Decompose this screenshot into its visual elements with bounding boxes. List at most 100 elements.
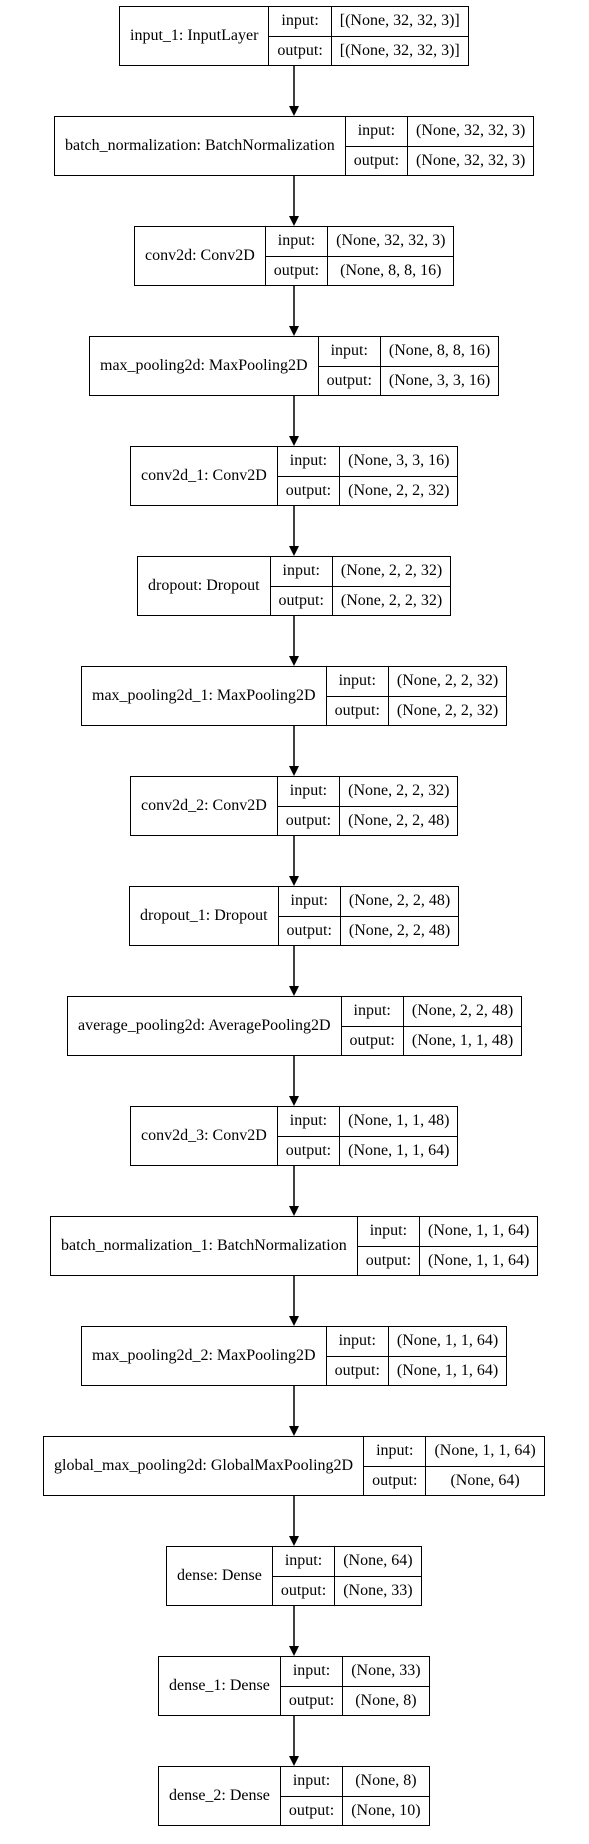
port-labels: input:output:	[265, 227, 329, 285]
output-shape: (None, 2, 2, 32)	[396, 701, 499, 719]
output-label: output:	[334, 1361, 380, 1379]
port-labels: input:output:	[278, 887, 341, 945]
output-shape: (None, 64)	[450, 1471, 520, 1489]
arrow-head-icon	[289, 1646, 299, 1656]
input-label: input:	[326, 1327, 388, 1357]
input-label: input:	[277, 1107, 340, 1137]
port-shapes: (None, 2, 2, 32) (None, 2, 2, 32)	[388, 667, 507, 725]
input-shape: (None, 1, 1, 64)	[388, 1327, 507, 1357]
port-labels: input:output:	[364, 1437, 427, 1495]
port-labels: input:output:	[277, 1107, 341, 1165]
arrow-head-icon	[289, 656, 299, 666]
output-shape: (None, 2, 2, 32)	[348, 481, 450, 499]
input-shape: (None, 8)	[343, 1767, 429, 1797]
output-shape: (None, 8)	[355, 1691, 417, 1709]
port-shapes: (None, 32, 32, 3)(None, 8, 8, 16)	[328, 227, 454, 285]
output-label: output:	[288, 1801, 335, 1819]
arrow-head-icon	[289, 766, 299, 776]
input-shape: (None, 1, 1, 48)	[340, 1107, 458, 1137]
port-labels: input:output:	[357, 1217, 421, 1275]
port-labels: input:output:	[277, 777, 341, 835]
port-shapes: (None, 1, 1, 48) (None, 1, 1, 64)	[340, 1107, 458, 1165]
output-label: output:	[285, 811, 332, 829]
arrow-head-icon	[289, 1206, 299, 1216]
input-shape: (None, 33)	[343, 1657, 429, 1687]
layer-name: input_1: InputLayer	[120, 7, 270, 65]
input-label: input:	[280, 1767, 343, 1797]
port-shapes: (None, 64)(None, 33)	[335, 1547, 421, 1605]
output-shape: (None, 1, 1, 48)	[411, 1031, 514, 1049]
input-shape: (None, 1, 1, 64)	[426, 1437, 544, 1467]
arrow-head-icon	[289, 546, 299, 556]
input-shape: (None, 64)	[335, 1547, 421, 1577]
output-shape: (None, 1, 1, 64)	[428, 1251, 530, 1269]
output-shape: (None, 3, 3, 16)	[388, 371, 491, 389]
input-label: input:	[318, 337, 380, 367]
port-shapes: (None, 2, 2, 48)(None, 1, 1, 48)	[403, 997, 522, 1055]
input-label: input:	[341, 997, 403, 1027]
port-shapes: (None, 2, 2, 32) (None, 2, 2, 48)	[340, 777, 458, 835]
arrow-head-icon	[289, 1316, 299, 1326]
port-shapes: (None, 1, 1, 64) (None, 1, 1, 64)	[420, 1217, 538, 1275]
port-shapes: (None, 33) (None, 8)	[343, 1657, 429, 1715]
layer-name: max_pooling2d_2: MaxPooling2D	[82, 1327, 327, 1385]
input-shape: (None, 1, 1, 64)	[420, 1217, 538, 1247]
output-label: output:	[278, 591, 324, 609]
port-shapes: (None, 8, 8, 16)(None, 3, 3, 16)	[380, 337, 499, 395]
output-shape: (None, 2, 2, 48)	[348, 811, 450, 829]
port-shapes: (None, 2, 2, 48)(None, 2, 2, 48)	[340, 887, 459, 945]
port-labels: input: output:	[280, 1767, 344, 1825]
layer-name: dense_1: Dense	[159, 1657, 281, 1715]
port-shapes: (None, 8)(None, 10)	[343, 1767, 429, 1825]
port-labels: input:output:	[269, 7, 332, 65]
port-labels: input:output:	[345, 117, 409, 175]
arrow-head-icon	[289, 1426, 299, 1436]
output-shape: (None, 1, 1, 64)	[348, 1141, 450, 1159]
port-labels: input:output:	[270, 557, 333, 615]
input-shape: (None, 2, 2, 32)	[388, 667, 507, 697]
layer-name: conv2d: Conv2D	[135, 227, 266, 285]
input-label: input:	[265, 227, 328, 257]
layer-node-global-max-pooling2d: global_max_pooling2d: GlobalMaxPooling2D…	[43, 1436, 545, 1496]
port-labels: input:output:	[272, 1547, 336, 1605]
input-shape: (None, 2, 2, 32)	[340, 777, 458, 807]
layer-name: global_max_pooling2d: GlobalMaxPooling2D	[44, 1437, 365, 1495]
port-shapes: (None, 3, 3, 16)(None, 2, 2, 32)	[340, 447, 458, 505]
layer-name: max_pooling2d: MaxPooling2D	[90, 337, 319, 395]
arrow-head-icon	[289, 106, 299, 116]
arrow-head-icon	[289, 1756, 299, 1766]
output-label: output:	[365, 1251, 412, 1269]
layer-name: dense_2: Dense	[159, 1767, 281, 1825]
port-labels: input:output:	[277, 447, 341, 505]
layer-node-batch-normalization-1: batch_normalization_1: BatchNormalizatio…	[50, 1216, 539, 1276]
layer-name: average_pooling2d: AveragePooling2D	[68, 997, 342, 1055]
layer-name: max_pooling2d_1: MaxPooling2D	[82, 667, 327, 725]
arrow-head-icon	[289, 876, 299, 886]
port-shapes: (None, 2, 2, 32)(None, 2, 2, 32)	[332, 557, 451, 615]
output-label: output:	[285, 481, 332, 499]
input-shape: (None, 32, 32, 3)	[408, 117, 534, 147]
output-label: output:	[349, 1031, 395, 1049]
input-shape: (None, 32, 32, 3)	[328, 227, 454, 257]
input-label: input:	[269, 7, 331, 37]
layer-name: dropout: Dropout	[138, 557, 271, 615]
output-shape: (None, 32, 32, 3)	[416, 151, 526, 169]
input-shape: [(None, 32, 32, 3)]	[331, 7, 468, 37]
input-label: input:	[278, 887, 340, 917]
output-label: output:	[372, 1471, 418, 1489]
port-labels: input:output:	[280, 1657, 344, 1715]
output-label: output:	[288, 1691, 335, 1709]
output-label: output:	[280, 1581, 327, 1599]
port-labels: input: output:	[326, 1327, 389, 1385]
